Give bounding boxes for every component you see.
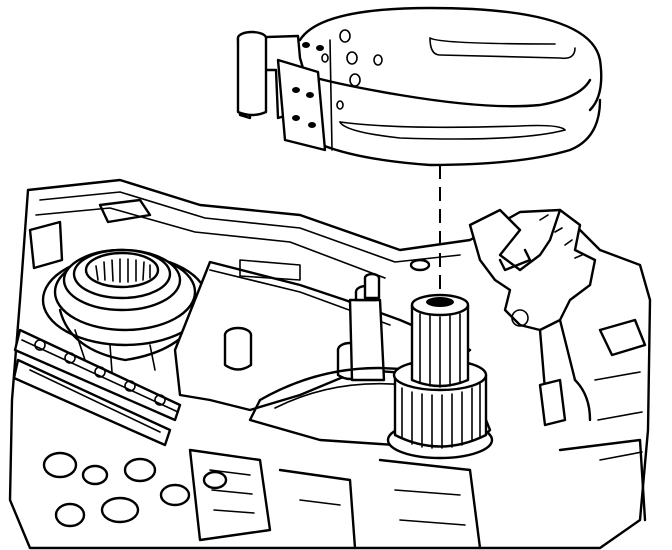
bearing-housing (41, 248, 209, 373)
right-assembly (468, 208, 647, 522)
band-top-rim (298, 6, 603, 112)
brake-band (236, 6, 603, 167)
transmission-case (8, 178, 652, 550)
left-rail (12, 328, 182, 447)
splined-drum (386, 293, 494, 460)
lower-castings (42, 448, 482, 550)
